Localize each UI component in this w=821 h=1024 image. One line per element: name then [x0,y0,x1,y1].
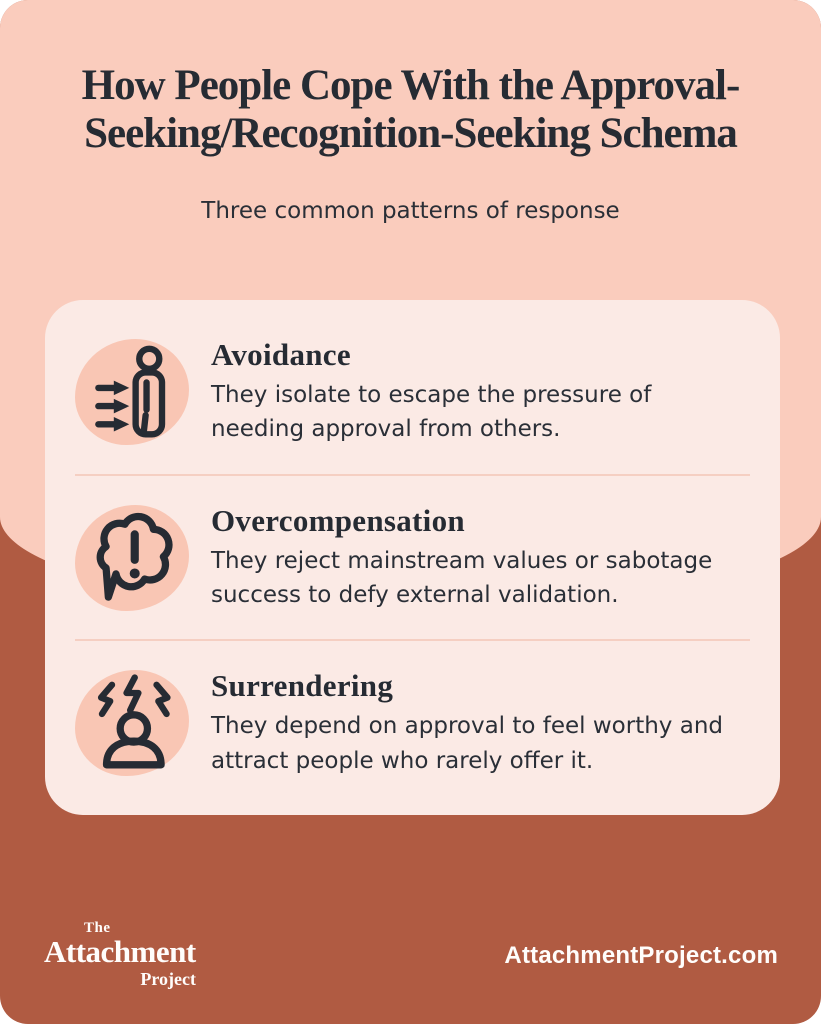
pattern-row-overcompensation: Overcompensation They reject mainstream … [45,476,780,640]
row-divider [75,473,750,476]
page-title-line2: Seeking/Recognition-Seeking Schema [84,110,738,158]
logo-project-text: Project [140,968,196,989]
person-arrows-icon [95,345,166,438]
page-subtitle: Three common patterns of response [201,198,620,224]
icon-blob [75,670,189,777]
pattern-row-avoidance: Avoidance They isolate to escape the pre… [45,310,780,474]
page-title-line1: How People Cope With the Approval- [81,62,741,109]
logo-attachment-text: Attachment [44,934,196,969]
pattern-name: Overcompensation [211,502,465,538]
stressed-person-icon [97,674,171,769]
icon-blob [75,504,189,611]
row-divider [75,639,750,642]
pattern-name: Avoidance [211,336,351,372]
patterns-card: Avoidance They isolate to escape the pre… [45,300,780,815]
attachment-project-logo: The Attachment Project [44,921,196,988]
pattern-description: They depend on approval to feel worthy a… [211,713,723,774]
pattern-description: They isolate to escape the pressure of n… [211,381,652,443]
page-title: How People Cope With the Approval- Seeki… [0,62,821,158]
logo-the-text: The [84,920,111,936]
website-url-text: AttachmentProject.com [504,942,778,969]
icon-blob [75,338,189,445]
pattern-name: Surrendering [211,668,394,704]
pattern-description: They reject mainstream values or sabotag… [211,547,713,609]
thought-cloud-exclamation-icon [96,512,173,601]
pattern-row-surrendering: Surrendering They depend on approval to … [45,641,780,805]
